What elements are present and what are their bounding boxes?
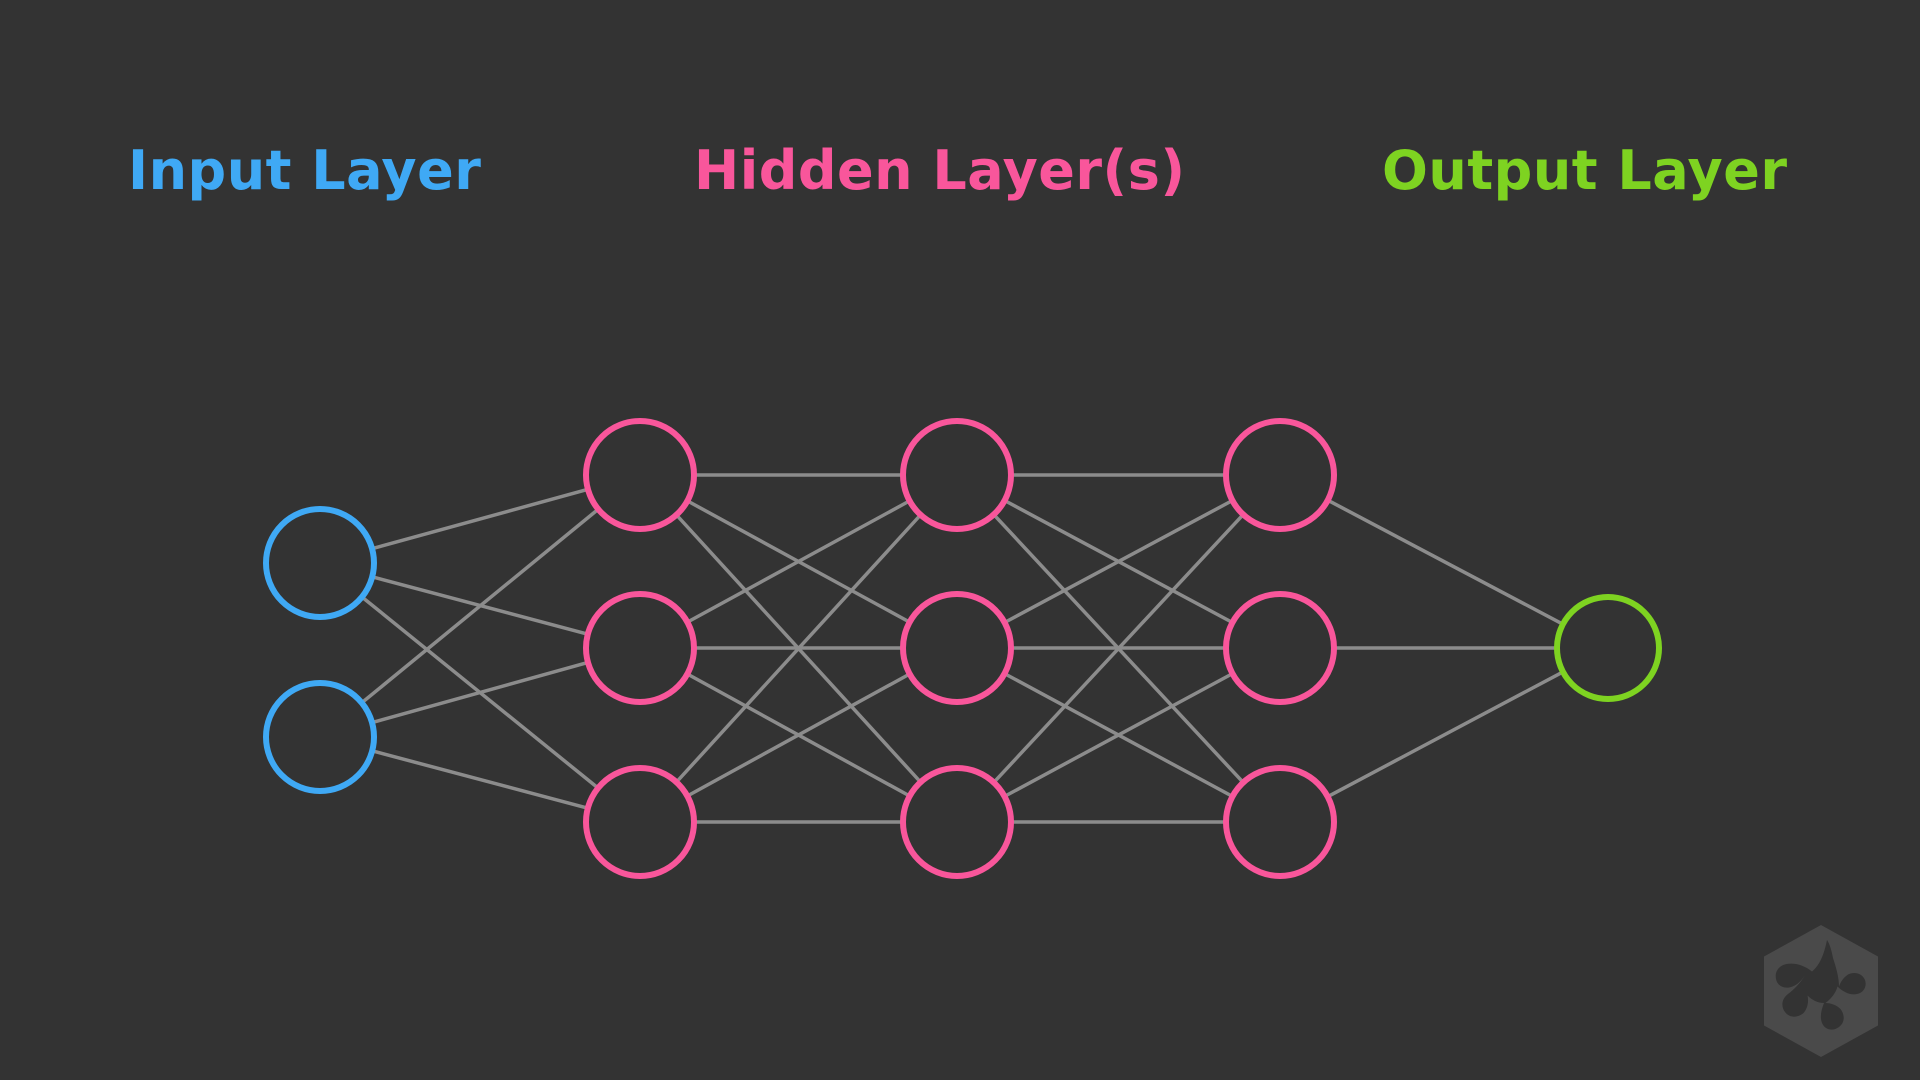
connection-edge [992,512,1245,785]
connection-edge [1325,670,1565,799]
neuron-node-i2 [263,680,377,794]
neuron-node-h2b [900,591,1014,705]
neuron-node-h3b [1223,591,1337,705]
neuron-node-h1b [583,591,697,705]
connection-edge [1002,671,1235,799]
connection-edge [685,672,912,798]
connection-edge [370,487,590,551]
connection-edge [1002,498,1235,625]
neuron-node-h2a [900,418,1014,532]
connection-edge [370,749,590,810]
neuron-node-h3c [1223,765,1337,879]
connection-edge [1326,498,1565,626]
connection-edge [685,499,912,624]
neuron-node-h1a [583,418,697,532]
neuron-shape [1775,940,1866,1030]
nodes-group [263,418,1662,879]
connection-edge [370,660,590,725]
neuron-node-h3a [1223,418,1337,532]
neuron-node-o1 [1554,594,1662,702]
neuron-node-h2c [900,765,1014,879]
edges-group [360,473,1565,824]
neuron-node-h1c [583,765,697,879]
neuron-node-i1 [263,506,377,620]
connection-edge [674,513,923,784]
connection-edge [360,507,600,705]
hexagon-neuron-logo-icon [1764,925,1878,1057]
